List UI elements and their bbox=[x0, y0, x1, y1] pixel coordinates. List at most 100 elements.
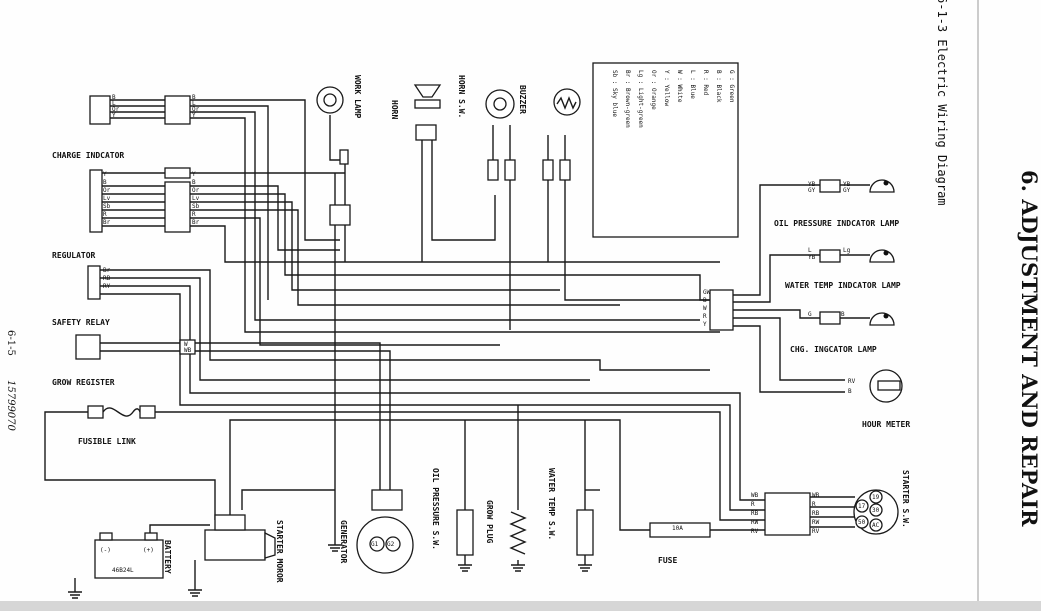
wire-label: Lv bbox=[103, 195, 111, 202]
battery-symbol bbox=[94, 539, 164, 579]
oil-lamp-symbol bbox=[869, 179, 895, 193]
label-regulator: REGULATOR bbox=[52, 251, 96, 260]
label-oil-pressure-sw: OIL PRESSURE S.W. bbox=[431, 468, 440, 550]
wire-label: Or bbox=[103, 187, 111, 194]
starter-switch-terminal-label: AC bbox=[872, 522, 880, 529]
wire-label: R bbox=[703, 313, 707, 320]
wire-label: RB bbox=[812, 510, 820, 517]
label-fusible-link: FUSIBLE LINK bbox=[78, 437, 136, 446]
wire-label: G bbox=[808, 311, 812, 318]
label-safety-relay: SAFETY RELAY bbox=[52, 318, 110, 327]
wire-label: YB bbox=[808, 181, 816, 188]
section-title: 6-1-3 Electric Wiring Diagram bbox=[935, 0, 949, 206]
label-battery-minus: (-) bbox=[100, 547, 111, 554]
wire-label: Y bbox=[703, 321, 707, 328]
wire-label: RV bbox=[751, 528, 759, 535]
label-starter-motor: STARTER MOROR bbox=[275, 520, 284, 583]
wire-label: RY bbox=[103, 283, 111, 290]
charge-connector-a bbox=[89, 95, 111, 125]
legend-box bbox=[592, 62, 739, 238]
wire-label: R bbox=[812, 501, 816, 508]
generator-connector bbox=[371, 489, 403, 511]
wire-label: YB bbox=[808, 254, 816, 261]
starter-motor-symbol bbox=[204, 529, 266, 561]
wire-label: RW bbox=[751, 519, 759, 526]
label-horn: HORN bbox=[390, 100, 399, 119]
legend-entry: Br : Brown-green bbox=[624, 70, 631, 128]
component-labels: CHARGE INDCATOR REGULATOR SAFETY RELAY G… bbox=[52, 75, 910, 583]
legend-entry: Y : Yellow bbox=[663, 70, 670, 107]
label-battery-plus: (+) bbox=[143, 547, 154, 554]
legend-entry: Or : Orange bbox=[650, 70, 657, 110]
legend-entry: Lg : Light-green bbox=[637, 70, 644, 128]
label-oil-pressure-lamp: OIL PRESSURE INDCATOR LAMP bbox=[774, 219, 899, 228]
wire-label: W bbox=[184, 341, 188, 348]
wire-label: RV bbox=[812, 528, 820, 535]
wire-label: Or bbox=[192, 187, 200, 194]
chg-lamp-symbol bbox=[869, 312, 895, 326]
wire-label: Or bbox=[112, 106, 120, 113]
legend-entry: G : Green bbox=[728, 70, 735, 103]
horn-switch-box bbox=[415, 124, 437, 141]
fusible-link-symbol bbox=[102, 407, 141, 417]
wire-label: R bbox=[751, 501, 755, 508]
wire-label: L bbox=[192, 100, 196, 107]
wire-label: Sb bbox=[192, 203, 200, 210]
work-lamp-connector bbox=[329, 204, 351, 226]
page-number: 6-1-5 bbox=[5, 330, 16, 356]
regulator-box bbox=[87, 265, 101, 300]
label-chg-lamp: CHG. INGCATOR LAMP bbox=[790, 345, 877, 354]
legend-entry: W : White bbox=[676, 70, 683, 103]
wire-label: Y bbox=[103, 171, 107, 178]
label-generator: GENERATOR bbox=[339, 520, 348, 564]
wire-label: Sb bbox=[103, 203, 111, 210]
wire-label: RW bbox=[812, 519, 820, 526]
center-connector bbox=[709, 289, 734, 331]
safety-relay-box bbox=[75, 334, 101, 360]
fusible-link-box-right bbox=[139, 405, 156, 419]
wire-label: L bbox=[808, 247, 812, 254]
wire-label: B bbox=[112, 94, 116, 101]
wire-label: B bbox=[192, 94, 196, 101]
starter-switch-terminal-label: 30 bbox=[872, 507, 880, 514]
wire-label: GY bbox=[843, 187, 851, 194]
wire-label: W bbox=[703, 305, 707, 312]
label-buzzer: BUZZER bbox=[518, 85, 527, 114]
wire-label: RB bbox=[751, 510, 759, 517]
starter-switch-terminal bbox=[869, 490, 883, 504]
label-horn-switch: HORN S.W. bbox=[457, 75, 466, 118]
wire-label: L bbox=[112, 100, 116, 107]
wire-label: Br bbox=[103, 219, 111, 226]
wire-label: GW bbox=[703, 289, 711, 296]
starter-switch-terminal bbox=[855, 499, 869, 513]
wire-label: B bbox=[841, 311, 845, 318]
wire-label: Y bbox=[192, 171, 196, 178]
bottom-scroll-bar[interactable] bbox=[0, 601, 1041, 611]
label-fuse: FUSE bbox=[658, 556, 677, 565]
wire-label: R bbox=[103, 211, 107, 218]
water-lamp-symbol bbox=[869, 249, 895, 263]
wire-label: Br bbox=[103, 267, 111, 274]
label-starter-switch: STARTER S.W. bbox=[901, 470, 910, 528]
oil-pressure-sw-symbol bbox=[456, 509, 474, 556]
label-water-temp-lamp: WATER TEMP INDCATOR LAMP bbox=[785, 281, 901, 290]
label-battery: BATTERY bbox=[163, 540, 172, 574]
wire-label: WB bbox=[184, 347, 192, 354]
starter-switch-connector bbox=[764, 492, 811, 536]
wire-label: WB bbox=[751, 492, 759, 499]
label-battery-model: 46B24L bbox=[112, 567, 134, 574]
horn-symbol bbox=[413, 84, 442, 98]
wire-label: B bbox=[192, 179, 196, 186]
legend-entry: B : Black bbox=[715, 70, 722, 103]
wire-label: R bbox=[192, 211, 196, 218]
water-temp-sw-symbol bbox=[576, 509, 594, 556]
charge-connector-b bbox=[164, 95, 191, 125]
generator-terminal-g2: G2 bbox=[387, 541, 395, 548]
starter-switch-terminal-label: 50 bbox=[858, 519, 866, 526]
wire-label: Or bbox=[192, 106, 200, 113]
charge-connector-d bbox=[164, 181, 191, 233]
wire-label: B bbox=[103, 179, 107, 186]
